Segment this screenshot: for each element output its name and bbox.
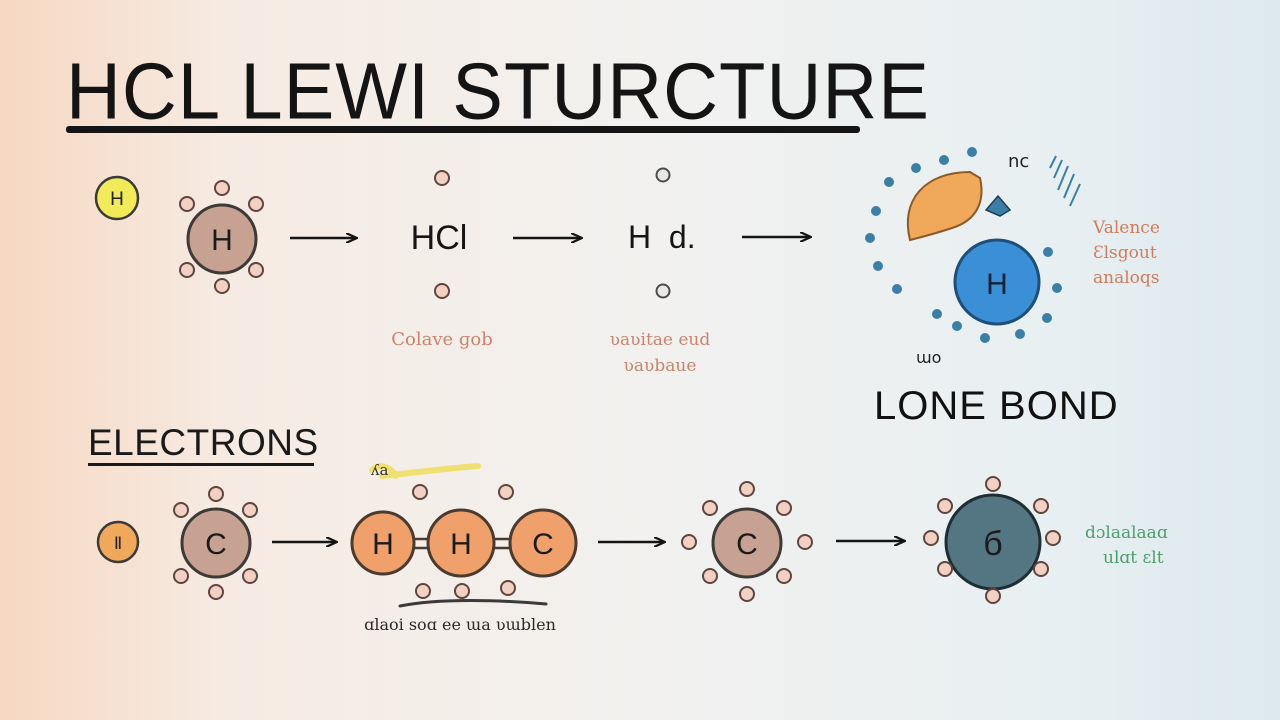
section-heading-underline	[88, 463, 314, 466]
electron-dot	[681, 534, 697, 550]
electron-dot	[208, 584, 224, 600]
blue-atom	[953, 238, 1041, 326]
side-note-line-3: analoqs	[1093, 268, 1160, 288]
caption-vavitae-1: ʋaʋitae eud	[610, 330, 711, 350]
electron-dot	[937, 561, 953, 577]
electron-ring	[865, 147, 1062, 343]
electron-dot	[500, 580, 516, 596]
electron-dot	[434, 170, 450, 186]
electron-dot	[1045, 530, 1061, 546]
blue-atom-label: H	[986, 268, 1008, 301]
side-note-valence: Valence Ɛlsgout analoqs	[1093, 216, 1160, 291]
chain-atom-c	[508, 508, 578, 578]
blue-atom-cluster: H nc ɯo	[865, 147, 1081, 367]
h-dot-molecule: H d.	[628, 167, 696, 299]
chain-atom-h1-label: H	[372, 528, 394, 561]
electron-dot	[173, 502, 189, 518]
chain-atom-h2-label: H	[450, 528, 472, 561]
side-note-bottom: dɔlaalaaɑ ulɑt ɛlt	[1085, 521, 1168, 571]
electron-dot	[655, 167, 671, 183]
electron-dot	[702, 500, 718, 516]
electron-dot	[248, 196, 264, 212]
electron-dot	[214, 278, 230, 294]
electron-dot	[739, 481, 755, 497]
orange-wedge	[906, 170, 983, 242]
electron-dot	[415, 583, 431, 599]
highlight-scribble	[369, 463, 481, 479]
electron-dot	[454, 583, 470, 599]
electron-dot	[179, 196, 195, 212]
side-note-bottom-line-2: ulɑt ɛlt	[1103, 548, 1164, 568]
bottom-dark-atom-label: б	[983, 525, 1002, 563]
chain-atom-h1	[350, 510, 416, 576]
electron-dot	[776, 568, 792, 584]
electron-dot	[923, 530, 939, 546]
pin-icon	[984, 194, 1012, 217]
electron-dot	[776, 500, 792, 516]
blue-atom-lower-label: ɯo	[916, 348, 941, 367]
electron-dot	[797, 534, 813, 550]
hcl-molecule: HCl	[411, 170, 468, 299]
bottom-carbon-2-label: C	[736, 528, 758, 561]
electron-dot	[248, 262, 264, 278]
electron-dot	[179, 262, 195, 278]
bottom-dark-atom: б	[923, 476, 1061, 604]
lone-bond-heading: LONE BOND	[874, 384, 1119, 428]
section-heading-electrons: ELECTRONS	[88, 422, 319, 463]
title-underline	[66, 126, 860, 133]
bottom-carbon-atom-1: C	[173, 486, 258, 600]
bottom-small-atom-label: Ⅱ	[114, 534, 122, 553]
top-hydrogen-label: H	[211, 224, 233, 257]
electron-dot	[655, 283, 671, 299]
top-small-atom-label: H	[110, 189, 124, 210]
electron-dot	[739, 586, 755, 602]
caption-vavitae-2: ʋaʋbaue	[624, 356, 697, 376]
electron-dot	[434, 283, 450, 299]
side-note-bottom-line-1: dɔlaalaaɑ	[1085, 523, 1168, 543]
bottom-carbon-1-label: C	[205, 528, 227, 561]
electron-dot	[214, 180, 230, 196]
page-title: HCL LEWI STURCTURE	[66, 46, 930, 137]
bottom-caption: ɑlaoi soɑ ee ɯa ʋɯblen	[364, 615, 556, 634]
electron-dot	[412, 484, 428, 500]
electron-dot	[173, 568, 189, 584]
electron-dot	[1033, 498, 1049, 514]
electron-dot	[242, 502, 258, 518]
hcl-label: HCl	[411, 219, 468, 257]
chain-atom-h2	[426, 508, 496, 578]
electron-dot	[937, 498, 953, 514]
hhc-chain: ʎa H H C	[350, 461, 578, 608]
underline-stroke	[398, 599, 548, 608]
highlight-mark: ʎa	[370, 461, 388, 479]
top-small-atom: H	[94, 175, 140, 221]
chain-atom-c-label: C	[532, 528, 554, 561]
electron-dot	[208, 486, 224, 502]
h-dot-label: H d.	[628, 219, 696, 255]
blue-atom-nc-label: nc	[1008, 151, 1029, 172]
side-note-line-2: Ɛlsgout	[1093, 243, 1157, 263]
electron-dot	[985, 588, 1001, 604]
top-hydrogen-atom: H	[179, 180, 264, 294]
electron-dot	[702, 568, 718, 584]
electron-dot	[242, 568, 258, 584]
electron-dot	[985, 476, 1001, 492]
side-note-line-1: Valence	[1093, 218, 1160, 238]
bottom-small-atom: Ⅱ	[96, 520, 140, 564]
electron-dot	[498, 484, 514, 500]
bottom-carbon-atom-2: C	[681, 481, 813, 602]
hatch-marks	[1049, 155, 1081, 207]
caption-colave: Colave ɡob	[391, 329, 493, 350]
electron-dot	[1033, 561, 1049, 577]
